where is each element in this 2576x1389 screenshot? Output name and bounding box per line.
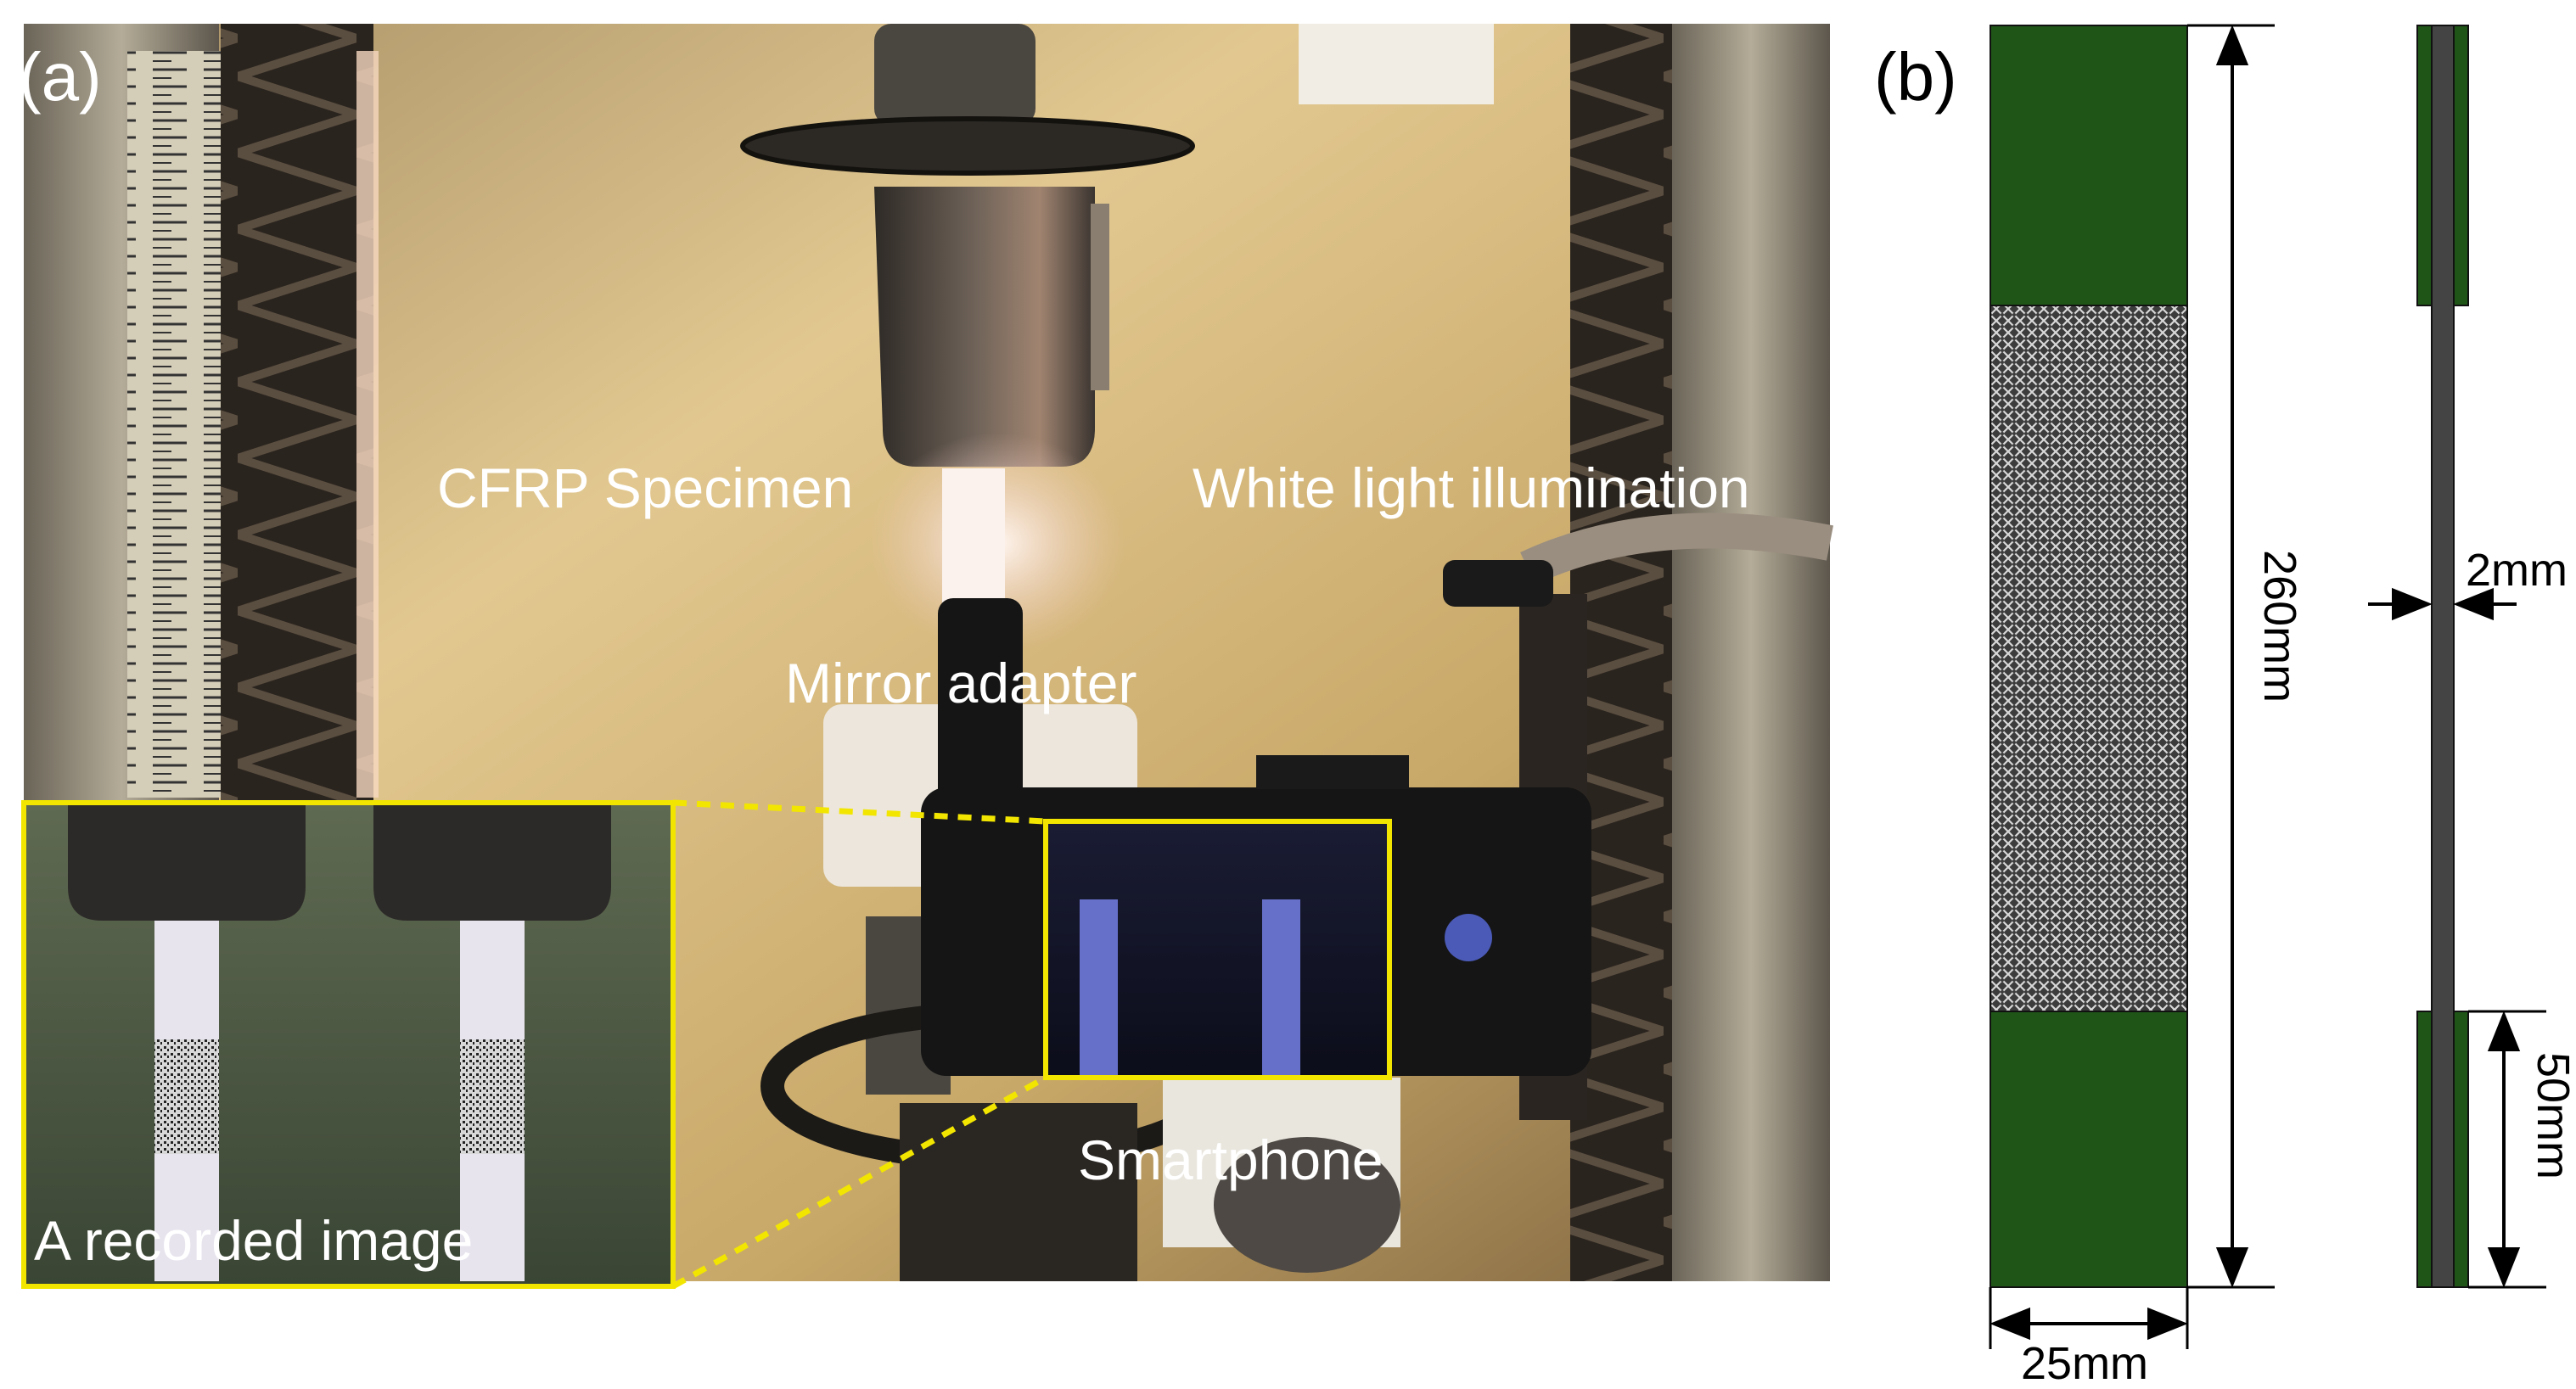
mirror-arm — [938, 598, 1023, 844]
label-smartphone: Smartphone — [1078, 1129, 1383, 1191]
dim-label-tab: 50mm — [2528, 1052, 2576, 1179]
specimen-core-side — [2431, 25, 2455, 1288]
connector-top — [672, 799, 1047, 825]
dim-label-thickness: 2mm — [2466, 545, 2568, 596]
label-recorded-image: A recorded image — [34, 1209, 473, 1272]
inset-speckle-right — [460, 1039, 525, 1154]
cfrp-specimen — [942, 468, 1005, 617]
tab-top-left-side — [2416, 25, 2433, 306]
upper-crosshead — [874, 24, 1035, 126]
speckle-gauge-section — [1990, 305, 2188, 1012]
panel-a-photo: (a) CFRP Specimen White light illuminati… — [19, 24, 1833, 1290]
fiber-optic-cable — [1520, 512, 1833, 585]
inset-highlight-frame — [21, 800, 676, 1289]
tripod-base — [900, 1103, 1137, 1281]
paper-sheet — [1299, 24, 1494, 104]
screen-specimen-left — [1080, 899, 1118, 1078]
phone-clamp — [1256, 755, 1409, 789]
handwheel-upper — [740, 116, 1195, 176]
tab-top-right-side — [2453, 25, 2469, 306]
light-guide-head — [1443, 560, 1553, 607]
camera-shutter-icon — [1445, 914, 1492, 961]
right-column — [1672, 24, 1830, 1281]
label-cfrp-specimen: CFRP Specimen — [437, 456, 853, 519]
panel-a-label: (a) — [19, 39, 102, 115]
dim-label-width: 25mm — [2021, 1338, 2148, 1389]
tab-bottom-right-side — [2453, 1011, 2469, 1288]
inset-grip-left — [68, 803, 306, 921]
inset-speckle-left — [154, 1039, 219, 1154]
dim-label-length: 260mm — [2254, 550, 2305, 703]
tab-top-front — [1990, 25, 2188, 306]
camera-mount-ball — [1214, 1137, 1400, 1273]
left-light-strip — [356, 51, 379, 798]
panel-b-label: (b) — [1874, 39, 1957, 115]
left-bellows — [221, 24, 373, 804]
screen-highlight-frame — [1043, 819, 1392, 1080]
upper-grip — [874, 187, 1095, 467]
inset-grip-right — [373, 803, 611, 921]
tab-bottom-front — [1990, 1011, 2188, 1288]
ruler-scale — [127, 51, 221, 798]
label-mirror-adapter: Mirror adapter — [785, 652, 1136, 714]
label-white-light: White light illumination — [1193, 456, 1750, 519]
grip-spring — [1091, 204, 1109, 390]
screen-specimen-right — [1262, 899, 1300, 1078]
panel-b-drawing: (b) 260mm 25mm 2mm 50mm — [1874, 24, 2576, 1389]
tab-bottom-left-side — [2416, 1011, 2433, 1288]
